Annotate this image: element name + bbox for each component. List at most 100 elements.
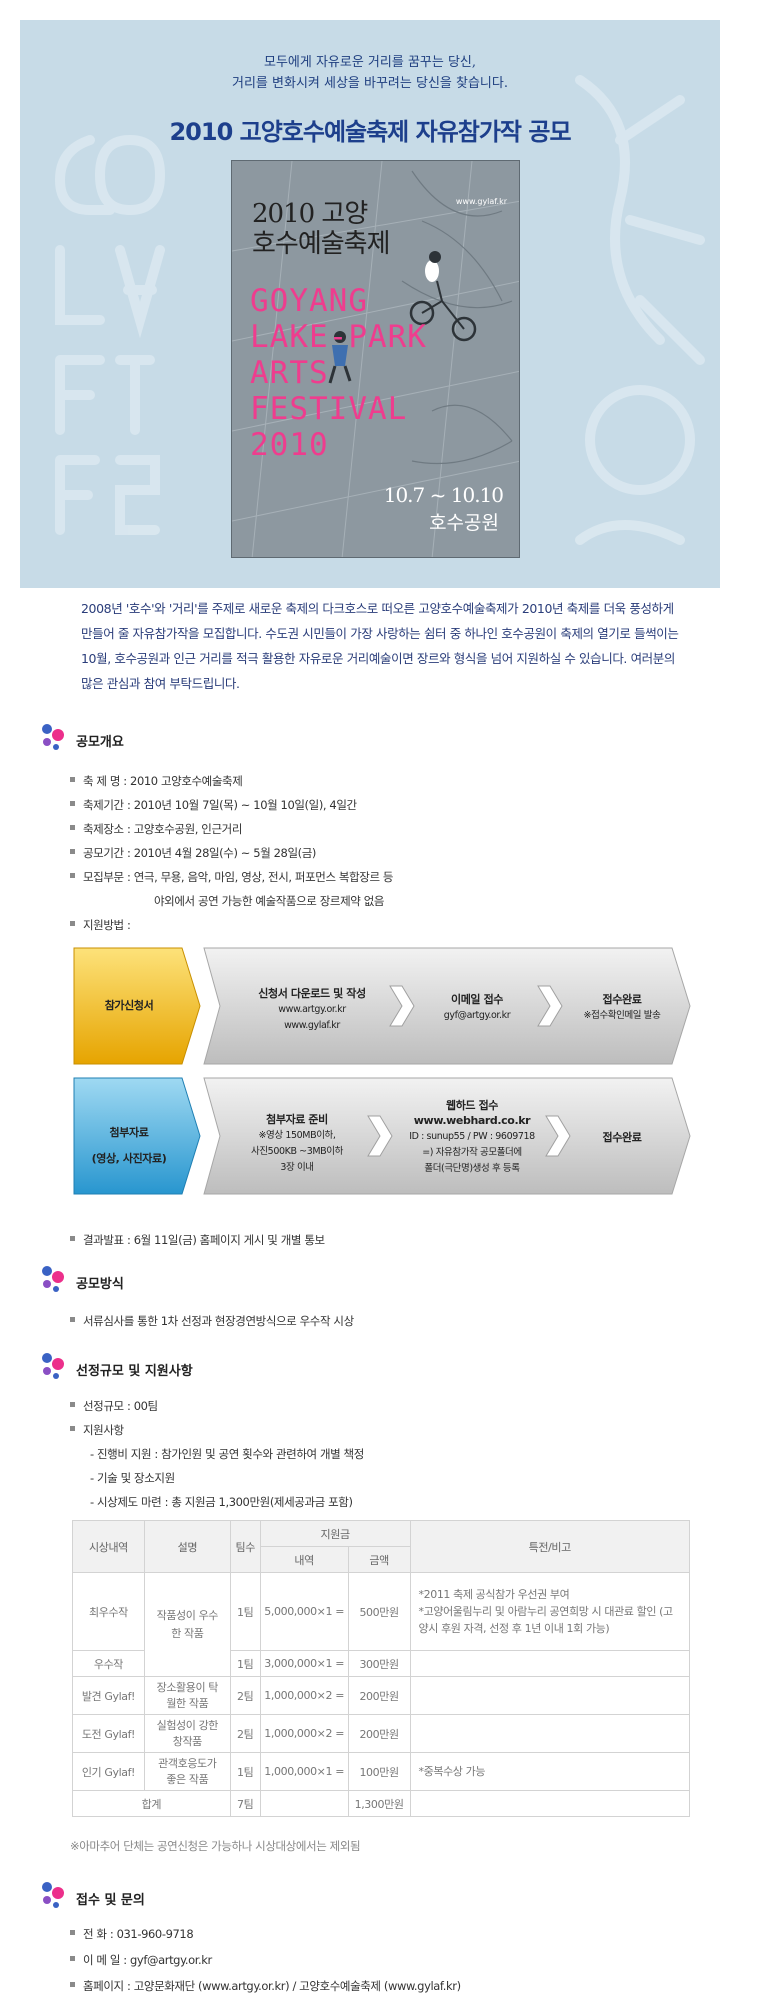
flow-row1-chevron <box>389 985 415 1027</box>
cell-desc: 실험성이 강한 창작품 <box>143 1714 231 1753</box>
header-fund: 지원금 <box>259 1520 411 1547</box>
flow-step-sub: 사진500KB ~3MB이하 <box>251 1146 343 1157</box>
header-desc: 설명 <box>143 1520 231 1573</box>
table-row: 최우수작 작품성이 우수한 작품 1팀 5,000,000×1 = 500만원 … <box>72 1572 691 1677</box>
flow-row2-step2: 웹하드 접수 www.webhard.co.kr ID : sunup55 / … <box>392 1098 552 1176</box>
table-row-total: 합계 7팀 1,300만원 <box>72 1790 691 1817</box>
item-text: 축 제 명 : 2010 고양호수예술축제 <box>83 774 243 788</box>
award-table: 시상내역 설명 팀수 지원금 특전/비고 내역 금액 최우수작 작품성이 우수한… <box>72 1520 691 1817</box>
cell-amount: 100만원 <box>347 1752 411 1791</box>
section-title: 공모방식 <box>76 1277 124 1292</box>
bike-rider-figure <box>409 251 477 342</box>
child-figure <box>328 331 352 384</box>
overview-item-category: 모집부문 : 연극, 무용, 음악, 마임, 영상, 전시, 퍼포먼스 복합장르… <box>70 869 393 885</box>
flow-row1-step1: 신청서 다운로드 및 작성 www.artgy.or.kr www.gylaf.… <box>232 986 392 1033</box>
overview-item-category-cont: 야외에서 공연 가능한 예술작품으로 장르제약 없음 <box>154 894 385 908</box>
item-text[interactable]: 이 메 일 : gyf@artgy.or.kr <box>83 1953 212 1967</box>
flow-step-sub: =) 자유참가작 공모폴더에 <box>422 1147 522 1158</box>
cell-benefit <box>409 1650 691 1677</box>
square-bullet-icon <box>70 1956 75 1961</box>
cell-award: 우수작 <box>72 1650 145 1677</box>
flow-step-sub: ※접수확인메일 발송 <box>583 1010 661 1021</box>
flow-row2-chevron <box>367 1115 393 1157</box>
overview-item-name: 축 제 명 : 2010 고양호수예술축제 <box>70 773 243 789</box>
section-title: 선정규모 및 지원사항 <box>76 1364 193 1379</box>
cell-benefit: *중복수상 가능 <box>409 1752 691 1791</box>
header-amount: 금액 <box>347 1546 411 1573</box>
cell-total-amount: 1,300만원 <box>347 1790 411 1817</box>
amateur-note: ※아마추어 단체는 공연신청은 가능하나 시상대상에서는 제외됨 <box>70 1839 361 1853</box>
table-row: 발견 Gylaf! 장소활용이 탁월한 작품 2팀 1,000,000×2 = … <box>72 1676 691 1715</box>
square-bullet-icon <box>70 849 75 854</box>
cell-detail: 1,000,000×2 = <box>259 1676 349 1715</box>
decorative-background <box>54 75 705 545</box>
cell-total-detail <box>259 1790 349 1817</box>
support-sub-cost: - 진행비 지원 : 참가인원 및 공연 횟수와 관련하여 개별 책정 <box>90 1447 364 1461</box>
cell-amount: 200만원 <box>347 1714 411 1753</box>
flow-row2-step1: 첨부자료 준비 ※영상 150MB이하, 사진500KB ~3MB이하 3장 이… <box>222 1112 372 1175</box>
flow-row1-step3: 접수완료 ※접수확인메일 발송 <box>562 992 682 1023</box>
section-bullet-icon <box>42 1882 64 1908</box>
square-bullet-icon <box>70 1317 75 1322</box>
square-bullet-icon <box>70 873 75 878</box>
cell-benefit <box>409 1714 691 1753</box>
flow-row1-head-arrow <box>73 947 201 1065</box>
banner-subtitle: 모두에게 자유로운 거리를 꿈꾸는 당신, 거리를 변화시켜 세상을 바꾸려는 … <box>20 52 720 94</box>
flow-head-label: (영상, 사진자료) <box>91 1152 167 1165</box>
flow-row1-big-arrow <box>203 947 691 1065</box>
cell-amount: 500만원 <box>347 1572 411 1651</box>
cell-award: 최우수작 <box>72 1572 145 1651</box>
contact-email: 이 메 일 : gyf@artgy.or.kr <box>70 1952 212 1968</box>
poster-korean-title: 2010 고양 호수예술축제 <box>252 199 391 259</box>
flow-row2-head-arrow <box>73 1077 201 1195</box>
cell-teams: 1팀 <box>229 1572 261 1651</box>
item-text: 결과발표 : 6월 11일(금) 홈페이지 게시 및 개별 통보 <box>83 1233 325 1247</box>
contact-homepage: 홈페이지 : 고양문화재단 (www.artgy.or.kr) / 고양호수예술… <box>70 1978 461 1994</box>
header-detail: 내역 <box>259 1546 349 1573</box>
flow-step-sub: www.artgy.or.kr <box>278 1004 346 1015</box>
table-row: 우수작 1팀 3,000,000×1 = 300만원 <box>72 1650 691 1677</box>
support-sub-tech: - 기술 및 장소지원 <box>90 1471 175 1485</box>
flow-step-title: 웹하드 접수 <box>445 1099 499 1112</box>
flow-row1-chevron <box>537 985 563 1027</box>
cell-desc: 장소활용이 탁월한 작품 <box>143 1676 231 1715</box>
cell-detail: 5,000,000×1 = <box>259 1572 349 1651</box>
cell-total-benefit <box>409 1790 691 1817</box>
square-bullet-icon <box>70 1402 75 1407</box>
flow-step-sub: ※영상 150MB이하, <box>258 1130 336 1141</box>
square-bullet-icon <box>70 777 75 782</box>
poster-english-line: 2010 <box>250 427 329 463</box>
cell-benefit <box>409 1676 691 1715</box>
header-award: 시상내역 <box>72 1520 145 1573</box>
flow-step-title: 신청서 다운로드 및 작성 <box>258 987 366 1000</box>
festival-poster: www.gylaf.kr 2010 고양 호수예술축제 GOYANG LAKE-… <box>231 160 520 558</box>
cell-award: 발견 Gylaf! <box>72 1676 145 1715</box>
poster-url: www.gylaf.kr <box>455 197 507 206</box>
cell-detail: 1,000,000×2 = <box>259 1714 349 1753</box>
poster-english-title: GOYANG LAKE-PARK ARTS FESTIVAL 2010 <box>250 283 427 463</box>
item-text: 서류심사를 통한 1차 선정과 현장경연방식으로 우수작 시상 <box>83 1314 354 1328</box>
section-bullet-icon <box>42 1266 64 1292</box>
cell-award: 인기 Gylaf! <box>72 1752 145 1791</box>
poster-korean-line1: 2010 고양 <box>252 199 368 229</box>
flow-step-title: 접수완료 <box>602 993 642 1006</box>
flow-step-sub: 3장 이내 <box>280 1162 314 1173</box>
flow-step-title: 이메일 접수 <box>450 993 504 1006</box>
poster-english-line: LAKE-PARK <box>250 319 427 355</box>
item-text[interactable]: 홈페이지 : 고양문화재단 (www.artgy.or.kr) / 고양호수예술… <box>83 1979 461 1993</box>
item-text: 지원방법 : <box>83 918 131 932</box>
flow-head-label: 첨부자료 <box>109 1126 149 1139</box>
banner-subtitle-line2: 거리를 변화시켜 세상을 바꾸려는 당신을 찾습니다. <box>232 76 508 91</box>
item-text: 공모기간 : 2010년 4월 28일(수) ~ 5월 28일(금) <box>83 846 316 860</box>
flow-row2-step3: 접수완료 <box>572 1130 672 1145</box>
cell-detail: 3,000,000×1 = <box>259 1650 349 1677</box>
cell-desc: 관객호응도가 좋은 작품 <box>143 1752 231 1791</box>
section-title: 접수 및 문의 <box>76 1893 145 1908</box>
cell-total-teams: 7팀 <box>229 1790 261 1817</box>
square-bullet-icon <box>70 1426 75 1431</box>
intro-paragraph: 2008년 '호수'와 '거리'를 주제로 새로운 축제의 다크호스로 떠오른 … <box>81 601 679 691</box>
overview-item-method: 지원방법 : <box>70 917 131 933</box>
square-bullet-icon <box>70 801 75 806</box>
benefit-line: *고양어울림누리 및 아람누리 공연희망 시 대관료 할인 (고양시 후원 자격… <box>418 1605 674 1635</box>
support-sub-award: - 시상제도 마련 : 총 지원금 1,300만원(제세공과금 포함) <box>90 1495 353 1509</box>
